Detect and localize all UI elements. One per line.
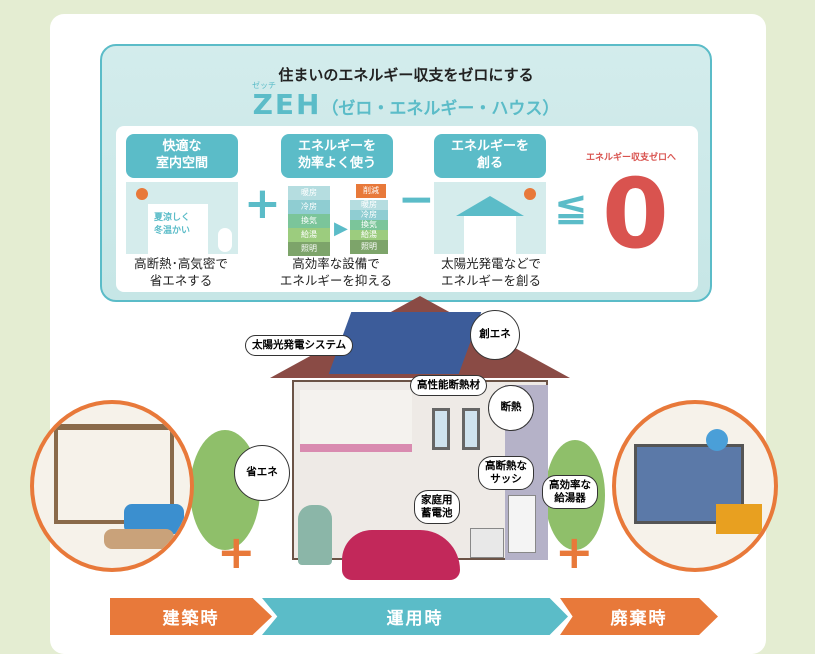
house-comfort-picture: 夏涼しく 冬温かい [126, 182, 238, 254]
stage-construction: 建築時 [110, 598, 272, 635]
callout-insulation: 断熱 [488, 385, 534, 431]
panel-title: 住まいのエネルギー収支をゼロにする [278, 66, 534, 84]
bar-ventilation: 換気 [288, 214, 330, 228]
reduction-badge: 削減 [356, 184, 386, 198]
zeh-subtitle: （ゼロ・エネルギー・ハウス） [321, 99, 560, 119]
equation-box: 快適な 室内空間 夏涼しく 冬温かい 高断熱･高気密で 省エネする + エネルギ… [116, 126, 698, 292]
bar-hotwater: 給湯 [288, 228, 330, 242]
step-caption-efficiency: 高効率な設備で エネルギーを抑える [279, 256, 393, 288]
step-caption-comfort: 高断熱･高気密で 省エネする [134, 256, 228, 288]
bar-heating: 暖房 [350, 200, 388, 210]
bar-lighting: 照明 [350, 240, 388, 254]
plus-operator: + [244, 178, 281, 229]
demolition-phase-circle [612, 400, 778, 572]
house-solar-picture [434, 182, 546, 254]
upper-room [300, 390, 412, 452]
bar-cooling: 冷房 [350, 210, 388, 220]
zeh-panel: 住まいのエネルギー収支をゼロにする ゼッチ ZEH（ゼロ・エネルギー・ハウス） … [100, 44, 712, 302]
water-heater [508, 495, 536, 553]
zeh-logo: ZEH [252, 88, 322, 121]
lumber [104, 529, 174, 549]
minus-operator: − [398, 174, 435, 225]
bar-lighting: 照明 [288, 242, 330, 256]
leq-operator: ≦ [554, 184, 588, 230]
stage-disposal: 廃棄時 [560, 598, 718, 635]
step-tag-create: エネルギーを 創る [434, 134, 546, 178]
bar-heating: 暖房 [288, 186, 330, 200]
globe-icon [706, 429, 728, 451]
excavator [716, 504, 762, 534]
callout-solar: 太陽光発電システム [245, 335, 354, 357]
plus-icon: + [555, 525, 594, 579]
person [298, 505, 332, 565]
solar-roof-icon [456, 196, 524, 216]
callout-battery: 家庭用 蓄電池 [414, 490, 460, 525]
home-battery [470, 528, 504, 558]
house-icon [148, 204, 208, 254]
bar-cooling: 冷房 [288, 200, 330, 214]
window [462, 408, 480, 450]
zero-value: 0 [602, 158, 669, 270]
bar-hotwater: 給湯 [350, 230, 388, 240]
arrow-right-icon: ▶ [334, 218, 348, 239]
stage-operation: 運用時 [262, 598, 568, 635]
callout-energy-saving: 省エネ [234, 445, 290, 501]
pic-text: 夏涼しく 冬温かい [154, 213, 191, 236]
window [432, 408, 450, 450]
pink-floor [300, 444, 412, 452]
zeh-ruby: ゼッチ [252, 81, 276, 90]
snowman-icon [218, 228, 232, 252]
step-caption-create: 太陽光発電などで エネルギーを創る [440, 256, 541, 288]
step-tag-comfort: 快適な 室内空間 [126, 134, 238, 178]
step-tag-efficiency: エネルギーを 効率よく使う [281, 134, 393, 178]
bar-ventilation: 換気 [350, 220, 388, 230]
callout-water-heater: 高効率な 給湯器 [542, 475, 598, 510]
sun-icon [524, 188, 536, 200]
callout-create: 創エネ [470, 310, 520, 360]
callout-sash: 高断熱な サッシ [478, 456, 534, 491]
callout-insulation-material: 高性能断熱材 [410, 375, 487, 397]
house-icon [464, 216, 516, 254]
house-frame [54, 424, 174, 524]
zero-label: エネルギー収支ゼロへ [586, 153, 677, 163]
electric-car [342, 530, 460, 580]
construction-phase-circle [30, 400, 194, 572]
zeh-heading: ZEH（ゼロ・エネルギー・ハウス） [102, 88, 710, 121]
sun-icon [136, 188, 148, 200]
plus-icon: + [217, 525, 256, 579]
